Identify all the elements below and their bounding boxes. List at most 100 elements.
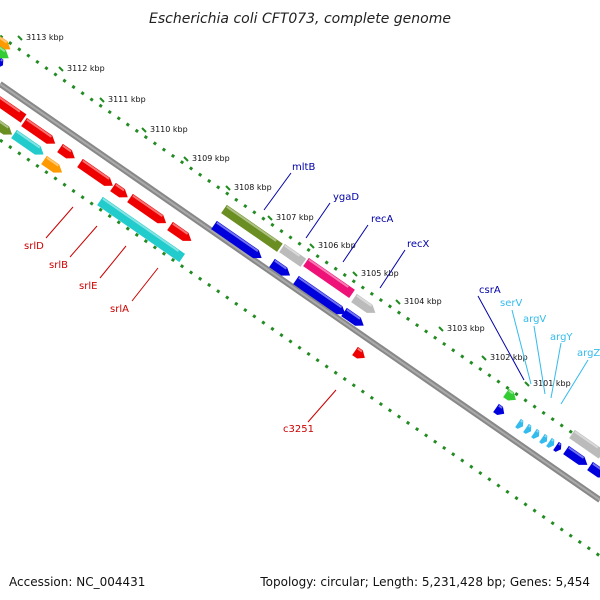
tick-label: 3103 kbp [447, 324, 485, 333]
gene-feature [531, 428, 540, 439]
gene-feature [293, 275, 346, 315]
gene-feature [11, 129, 44, 155]
tick-mark [352, 271, 358, 277]
gene-feature [341, 307, 364, 326]
tick-mark [481, 355, 487, 361]
gene-feature [57, 143, 75, 159]
gene-label-argY: argY [550, 332, 573, 343]
gene-labels: srlD srlB srlE srlA c3251 mltB ygaD recA… [24, 162, 600, 435]
backbone [0, 81, 600, 503]
label-leader-lines [45, 172, 589, 423]
gene-feature [553, 441, 562, 452]
gene-feature [0, 117, 13, 135]
map-title: Escherichia coli CFT073, complete genome [149, 11, 451, 27]
gene-label-recX: recX [407, 239, 430, 250]
tick-mark [225, 185, 231, 191]
leader-line [560, 359, 589, 405]
gene-label-srlD: srlD [24, 241, 44, 252]
gene-feature [0, 43, 9, 59]
leader-line [305, 202, 331, 239]
gene-feature [351, 293, 376, 313]
leader-line [533, 325, 546, 395]
gene-feature [211, 220, 262, 259]
gene-label-argV: argV [523, 314, 546, 325]
topology-text: Topology: circular; Length: 5,231,428 bp… [259, 575, 590, 589]
tick-label: 3113 kbp [26, 33, 64, 42]
gene-feature [41, 155, 63, 173]
gene-feature [546, 437, 555, 448]
gene-feature [587, 461, 600, 478]
gene-feature [352, 346, 365, 359]
gene-feature [221, 204, 283, 252]
tick-label: 3112 kbp [67, 64, 105, 73]
gene-label-ygaD: ygaD [333, 192, 359, 203]
accession-text: Accession: NC_004431 [9, 575, 145, 589]
leader-line [99, 245, 127, 279]
tick-label: 3108 kbp [234, 183, 272, 192]
tick-mark [183, 156, 189, 162]
tick-mark [524, 381, 530, 387]
gene-feature [539, 433, 548, 444]
gene-feature [77, 158, 113, 186]
gene-feature [563, 445, 588, 465]
tick-mark [267, 215, 273, 221]
gene-label-serV: serV [500, 298, 522, 309]
tick-label: 3106 kbp [318, 241, 356, 250]
gene-feature [493, 403, 505, 415]
leader-line [477, 295, 525, 381]
tick-track-lower [0, 138, 600, 558]
gene-label-recA: recA [371, 214, 394, 225]
gene-feature [110, 182, 128, 198]
tick-dots-upper [0, 34, 600, 454]
tick-label: 3111 kbp [108, 95, 146, 104]
gene-feature [0, 93, 27, 123]
tick-mark [58, 66, 64, 72]
tick-label: 3101 kbp [533, 379, 571, 388]
tick-track-upper [0, 34, 600, 454]
gene-features [0, 33, 600, 478]
gene-label-srlA: srlA [110, 304, 129, 315]
tick-label: 3102 kbp [490, 353, 528, 362]
tick-label: 3110 kbp [150, 125, 188, 134]
gene-label-srlB: srlB [49, 260, 68, 271]
leader-line [307, 389, 337, 423]
gene-feature [0, 33, 11, 50]
leader-line [550, 342, 562, 399]
tick-mark [99, 97, 105, 103]
gene-feature [167, 221, 192, 241]
leader-line [45, 206, 74, 239]
gene-feature [127, 193, 167, 224]
gene-feature [523, 423, 532, 434]
leader-line [511, 309, 532, 385]
gene-label-csrA: csrA [479, 285, 501, 296]
tick-mark [309, 243, 315, 249]
leader-line [263, 172, 292, 211]
tick-mark [17, 35, 23, 41]
leader-line [131, 267, 159, 302]
tick-labels: 3113 kbp 3112 kbp 3111 kbp 3110 kbp 3109 kbp… [17, 33, 571, 388]
leader-line [342, 224, 369, 263]
gene-feature [569, 429, 600, 459]
gene-feature [97, 196, 186, 263]
gene-feature [279, 243, 307, 267]
leader-line [379, 249, 406, 289]
tick-mark [395, 299, 401, 305]
tick-label: 3107 kbp [276, 213, 314, 222]
gene-feature [21, 117, 56, 144]
gene-feature [503, 388, 516, 401]
gene-label-argZ: argZ [577, 348, 600, 359]
gene-feature [0, 57, 4, 68]
tick-label: 3109 kbp [192, 154, 230, 163]
gene-label-mltB: mltB [292, 162, 315, 173]
tick-mark [141, 127, 147, 133]
gene-feature [515, 418, 524, 429]
tick-label: 3105 kbp [361, 269, 399, 278]
leader-line [69, 225, 98, 258]
gene-label-srlE: srlE [79, 281, 97, 292]
gene-feature [269, 258, 291, 276]
gene-label-c3251: c3251 [283, 424, 314, 435]
gene-feature [303, 257, 355, 299]
tick-mark [438, 326, 444, 332]
tick-dots-lower [0, 138, 600, 558]
